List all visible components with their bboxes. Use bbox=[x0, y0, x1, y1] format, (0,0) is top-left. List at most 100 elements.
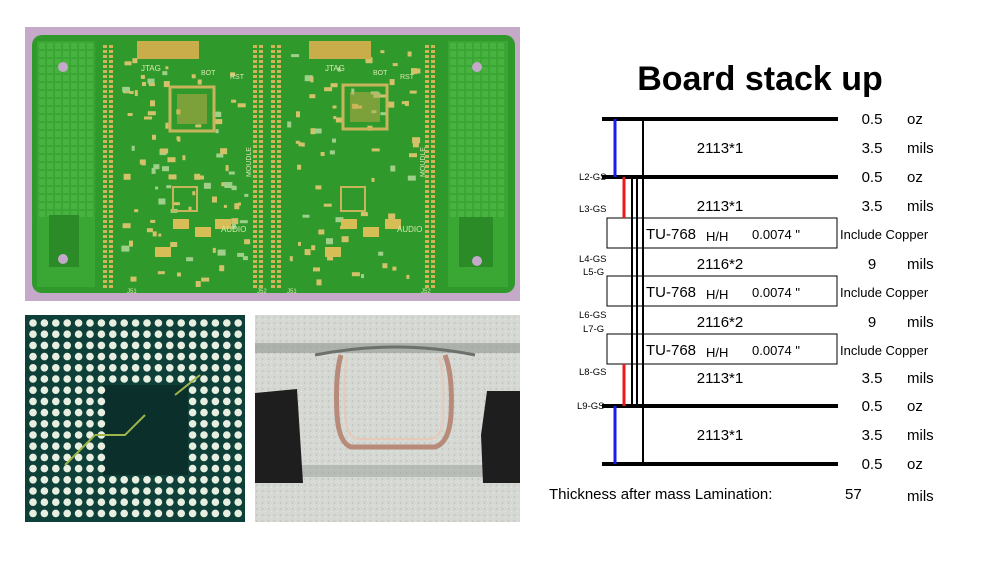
mesh-cell bbox=[458, 179, 464, 185]
header-pin bbox=[253, 285, 257, 288]
bga-ball bbox=[188, 397, 197, 406]
copper-weight-value: 0.5 bbox=[862, 398, 883, 415]
header-pin bbox=[277, 75, 281, 78]
mesh-cell bbox=[71, 59, 77, 65]
bga-ball bbox=[74, 352, 83, 361]
mesh-cell bbox=[490, 43, 496, 49]
header-pin bbox=[425, 45, 429, 48]
dielectric-thickness: 3.5 bbox=[862, 140, 883, 157]
mesh-cell bbox=[87, 67, 93, 73]
smd-pad bbox=[231, 223, 236, 230]
smd-pad bbox=[230, 185, 236, 189]
bga-ball bbox=[211, 453, 220, 462]
bga-ball bbox=[188, 487, 197, 495]
smd-pad bbox=[150, 100, 155, 107]
smd-pad bbox=[230, 72, 236, 77]
header-pin bbox=[109, 210, 113, 213]
header-pin bbox=[277, 110, 281, 113]
bga-ball bbox=[52, 397, 60, 406]
bga-ball bbox=[120, 341, 128, 350]
mesh-cell bbox=[71, 83, 77, 89]
bga-ball bbox=[223, 364, 231, 372]
mesh-cell bbox=[39, 59, 45, 65]
smd-pad bbox=[324, 87, 333, 92]
smd-pad bbox=[327, 255, 334, 261]
header-pin bbox=[277, 155, 281, 158]
bga-ball bbox=[188, 375, 197, 383]
smd-pad bbox=[134, 209, 139, 213]
header-pin bbox=[259, 250, 263, 253]
mesh-cell bbox=[482, 115, 488, 121]
bga-ball bbox=[211, 408, 220, 417]
core-type: H/H bbox=[706, 345, 728, 360]
header-pin bbox=[109, 75, 113, 78]
smd-pad bbox=[129, 240, 133, 247]
mesh-cell bbox=[482, 171, 488, 177]
bga-ball bbox=[29, 375, 37, 383]
bga-ball bbox=[200, 464, 208, 473]
smd-pad bbox=[158, 198, 166, 205]
bga-ball bbox=[143, 498, 151, 506]
bga-ball bbox=[200, 498, 208, 506]
smd-pad bbox=[318, 229, 325, 235]
header-pin bbox=[253, 110, 257, 113]
bga-ball-array bbox=[29, 319, 242, 518]
dielectric-unit: mils bbox=[907, 427, 934, 444]
smd-pad-large bbox=[215, 219, 231, 229]
bga-ball bbox=[52, 330, 60, 338]
smd-pad bbox=[360, 212, 368, 217]
header-pin bbox=[259, 85, 263, 88]
header-pin bbox=[259, 90, 263, 93]
bga-ball bbox=[223, 341, 231, 350]
mesh-cell bbox=[71, 171, 77, 177]
header-pin bbox=[277, 255, 281, 258]
bga-ball bbox=[74, 386, 83, 394]
mesh-cell bbox=[87, 107, 93, 113]
bga-ball bbox=[86, 408, 94, 417]
header-pin bbox=[103, 100, 107, 103]
header-pin bbox=[431, 45, 435, 48]
mesh-cell bbox=[450, 139, 456, 145]
bga-ball bbox=[234, 420, 242, 428]
header-pin bbox=[259, 125, 263, 128]
header-pin bbox=[253, 270, 257, 273]
smd-pad bbox=[146, 228, 153, 233]
bga-ball bbox=[109, 509, 117, 518]
smd-pad bbox=[365, 57, 373, 64]
bga-ball bbox=[188, 476, 197, 484]
bga-ball bbox=[40, 487, 49, 495]
header-pin bbox=[103, 120, 107, 123]
header-pin bbox=[277, 190, 281, 193]
header-pin bbox=[103, 255, 107, 258]
mesh-cell bbox=[39, 43, 45, 49]
mesh-cell bbox=[39, 139, 45, 145]
smd-pad bbox=[192, 191, 196, 196]
mesh-cell bbox=[458, 75, 464, 81]
header-pin bbox=[259, 160, 263, 163]
header-pin bbox=[259, 185, 263, 188]
smd-pad bbox=[150, 219, 156, 223]
header-pin bbox=[431, 160, 435, 163]
mesh-cell bbox=[87, 211, 93, 217]
header-pin bbox=[259, 140, 263, 143]
header-pin bbox=[271, 75, 275, 78]
header-pin bbox=[103, 150, 107, 153]
header-pin bbox=[425, 70, 429, 73]
smd-pad bbox=[165, 122, 169, 129]
mesh-cell bbox=[482, 131, 488, 137]
mesh-cell bbox=[87, 139, 93, 145]
mesh-cell bbox=[55, 179, 61, 185]
header-pin bbox=[259, 60, 263, 63]
header-pin bbox=[431, 180, 435, 183]
mesh-cell bbox=[498, 83, 504, 89]
mesh-cell bbox=[55, 91, 61, 97]
smd-pad bbox=[177, 272, 181, 277]
header-pin bbox=[271, 105, 275, 108]
bga-ball bbox=[223, 319, 231, 327]
bga-ball bbox=[200, 408, 208, 417]
bga-ball bbox=[131, 509, 140, 518]
header-pin bbox=[425, 270, 429, 273]
mesh-cell bbox=[498, 147, 504, 153]
mesh-cell bbox=[498, 59, 504, 65]
header-pin bbox=[109, 95, 113, 98]
